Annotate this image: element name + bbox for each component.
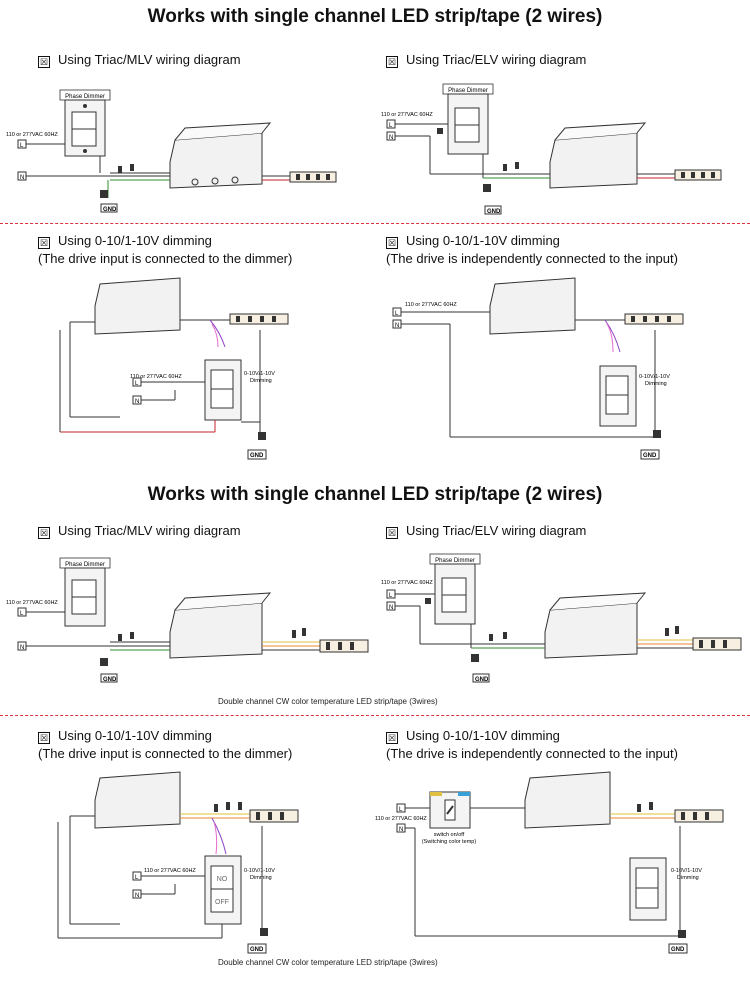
svg-text:110 or 277VAC 60HZ: 110 or 277VAC 60HZ	[375, 816, 427, 822]
svg-text:GND: GND	[487, 209, 501, 215]
svg-text:L: L	[399, 807, 403, 813]
section-title-2: Works with single channel LED strip/tape…	[147, 484, 603, 505]
svg-text:110 or 277VAC 60HZ: 110 or 277VAC 60HZ	[144, 868, 196, 874]
no-label: NO	[217, 876, 228, 883]
svg-text:N: N	[389, 135, 393, 141]
svg-text:0-10V/1-10V: 0-10V/1-10V	[244, 868, 275, 874]
svg-text:L: L	[135, 875, 139, 881]
svg-text:N: N	[399, 827, 403, 833]
svg-text:Phase Dimmer: Phase Dimmer	[435, 558, 475, 564]
svg-text:N: N	[395, 323, 399, 329]
sub-independent-1: (The drive is independently connected to…	[386, 251, 678, 266]
caption-triac-elv-1: ☒Using Triac/ELV wiring diagram	[386, 52, 587, 68]
checkbox-icon: ☒	[38, 56, 50, 68]
sub-dimmer-1: (The drive input is connected to the dim…	[38, 251, 293, 266]
caption-triac-elv-2: ☒Using Triac/ELV wiring diagram	[386, 523, 587, 539]
svg-text:N: N	[135, 893, 139, 899]
sub-independent-2: (The drive is independently connected to…	[386, 746, 678, 761]
diagram-triac-elv-2: Phase Dimmer 110 or 277VAC 60HZ L N GND	[381, 553, 742, 683]
diagram-0-10-independent-2: switch on/off (Switching color temp) L N…	[375, 771, 724, 954]
svg-text:L: L	[135, 381, 139, 387]
sub-dimmer-2: (The drive input is connected to the dim…	[38, 746, 293, 761]
divider	[0, 715, 750, 716]
svg-text:110 or 277VAC 60HZ: 110 or 277VAC 60HZ	[381, 112, 433, 118]
caption-dimming-a-1: ☒Using 0-10/1-10V dimming	[38, 233, 212, 249]
checkbox-icon: ☒	[386, 237, 398, 249]
svg-text:N: N	[20, 645, 24, 651]
svg-text:GND: GND	[250, 947, 264, 953]
checkbox-icon: ☒	[386, 56, 398, 68]
svg-text:Dimming: Dimming	[645, 381, 667, 387]
svg-text:110 or 277VAC 60HZ: 110 or 277VAC 60HZ	[405, 302, 457, 308]
checkbox-icon: ☒	[38, 527, 50, 539]
diagram-0-10-dimmer-2: NO OFF 0-10V/1-10V Dimming 110 or 277VAC…	[57, 771, 299, 954]
svg-text:110 or 277VAC 60HZ: 110 or 277VAC 60HZ	[381, 580, 433, 586]
svg-text:L: L	[20, 143, 24, 149]
svg-text:GND: GND	[475, 677, 489, 683]
caption-dimming-b-2: ☒Using 0-10/1-10V dimming	[386, 728, 560, 744]
svg-text:L: L	[389, 123, 393, 129]
checkbox-icon: ☒	[386, 732, 398, 744]
svg-text:N: N	[135, 399, 139, 405]
diagram-triac-elv-1: Phase Dimmer 110 or 277VAC 60HZ L N GND	[381, 83, 722, 215]
caption-dimming-a-2: ☒Using 0-10/1-10V dimming	[38, 728, 212, 744]
checkbox-icon: ☒	[386, 527, 398, 539]
svg-text:110 or 277VAC 60HZ: 110 or 277VAC 60HZ	[130, 374, 182, 380]
caption-triac-mlv-1: ☒Using Triac/MLV wiring diagram	[38, 52, 241, 68]
diagram-0-10-dimmer-1: 0-10V/1-10V Dimming 110 or 277VAC 60HZ L…	[59, 277, 289, 460]
svg-text:GND: GND	[671, 947, 685, 953]
caption-triac-mlv-2: ☒Using Triac/MLV wiring diagram	[38, 523, 241, 539]
svg-text:L: L	[20, 611, 24, 617]
svg-text:Dimming: Dimming	[250, 378, 272, 384]
phase-dimmer-label: Phase Dimmer	[65, 94, 105, 100]
svg-text:Phase Dimmer: Phase Dimmer	[448, 88, 488, 94]
off-label: OFF	[215, 899, 229, 906]
footnote-double-cw-2: Double channel CW color temperature LED …	[218, 958, 438, 967]
svg-text:Dimming: Dimming	[250, 875, 272, 881]
svg-text:N: N	[20, 175, 24, 181]
svg-text:GND: GND	[643, 453, 657, 459]
svg-text:Phase Dimmer: Phase Dimmer	[65, 562, 105, 568]
svg-text:110 or 277VAC 60HZ: 110 or 277VAC 60HZ	[6, 600, 58, 606]
svg-text:N: N	[389, 605, 393, 611]
switch-label: switch on/off	[434, 832, 465, 838]
svg-text:Dimming: Dimming	[677, 875, 699, 881]
vac-label: 110 or 277VAC 60HZ	[6, 132, 58, 138]
checkbox-icon: ☒	[38, 237, 50, 249]
svg-text:L: L	[395, 311, 399, 317]
svg-text:L: L	[389, 593, 393, 599]
svg-text:0-10V/1-10V: 0-10V/1-10V	[671, 868, 702, 874]
svg-text:GND: GND	[103, 677, 117, 683]
section-title-1: Works with single channel LED strip/tape…	[147, 6, 603, 27]
svg-text:GND: GND	[250, 453, 264, 459]
diagram-0-10-independent-1: 110 or 277VAC 60HZ L N 0-10V/1-10V Dimmi…	[392, 277, 684, 460]
diagram-triac-mlv-1: Phase Dimmer 110 or 277VAC 60HZ L N GND	[6, 89, 337, 213]
checkbox-icon: ☒	[38, 732, 50, 744]
svg-text:GND: GND	[103, 207, 117, 213]
caption-dimming-b-1: ☒Using 0-10/1-10V dimming	[386, 233, 560, 249]
footnote-double-cw-1: Double channel CW color temperature LED …	[218, 697, 438, 706]
svg-text:(Switching color temp): (Switching color temp)	[422, 839, 477, 845]
diagram-triac-mlv-2: Phase Dimmer 110 or 277VAC 60HZ L N GND	[6, 557, 369, 683]
divider	[0, 223, 750, 224]
